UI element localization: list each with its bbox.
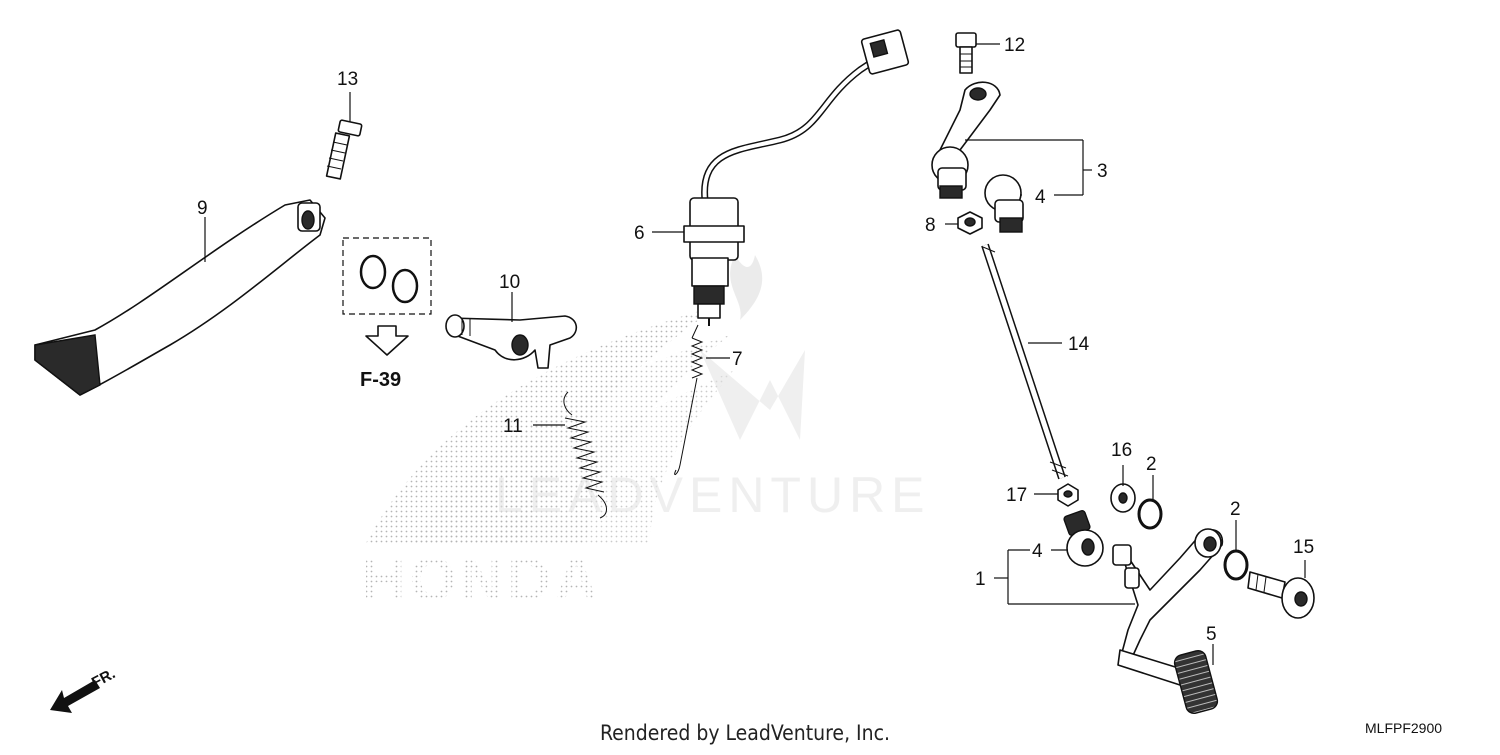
callout-15: 15 [1293, 537, 1314, 558]
callout-16: 16 [1111, 440, 1132, 461]
footer-credit: Rendered by LeadVenture, Inc. [600, 721, 890, 745]
shift-arm-upper [931, 81, 1001, 199]
callout-11: 11 [503, 416, 523, 437]
callout-3: 3 [1097, 161, 1108, 182]
callout-4-upper: 4 [1035, 187, 1046, 208]
switch-spring [674, 324, 704, 476]
leadventure-watermark: LEADVENTURE [495, 255, 931, 523]
callout-7: 7 [732, 349, 743, 370]
callout-2-upper: 2 [1146, 454, 1157, 475]
callout-13: 13 [337, 69, 358, 90]
nut-17 [1057, 483, 1079, 507]
callout-10: 10 [499, 272, 520, 293]
callout-6: 6 [634, 223, 645, 244]
front-direction-arrow: FR. [50, 665, 118, 713]
callout-9: 9 [197, 198, 208, 219]
callout-14: 14 [1068, 334, 1090, 355]
o-ring-reference-box: F-39 [342, 237, 432, 391]
leader-lines [204, 43, 1306, 665]
return-spring [563, 391, 607, 519]
watermark-text: LEADVENTURE [495, 467, 931, 523]
brake-pedal [34, 199, 326, 396]
reference-label: F-39 [360, 369, 401, 391]
rod-end-upper [984, 174, 1024, 233]
brake-light-switch [683, 29, 910, 326]
diagram-code: MLFPF2900 [1365, 720, 1442, 736]
seal-lower [1223, 549, 1249, 581]
shift-pedal [1112, 528, 1224, 715]
washer-16 [1110, 483, 1136, 513]
bolt-12 [955, 32, 977, 74]
rod-end-lower [1063, 509, 1104, 567]
honda-brand-text: HONDA [362, 546, 602, 613]
shift-rod [981, 243, 1069, 480]
callout-numbers: 13 9 10 11 6 7 12 3 4 8 14 16 2 2 15 17 … [197, 35, 1314, 645]
bolt-13 [325, 119, 363, 180]
callout-1: 1 [975, 569, 986, 590]
seal-upper [1137, 498, 1163, 530]
callout-12: 12 [1004, 35, 1025, 56]
callout-4-lower: 4 [1032, 541, 1043, 562]
brake-pivot-arm [445, 314, 578, 369]
pivot-bolt-15 [1247, 571, 1315, 619]
nut-8 [957, 211, 983, 235]
callout-8: 8 [925, 215, 936, 236]
callout-17: 17 [1006, 485, 1027, 506]
callout-2-lower: 2 [1230, 499, 1241, 520]
callout-5: 5 [1206, 624, 1217, 645]
